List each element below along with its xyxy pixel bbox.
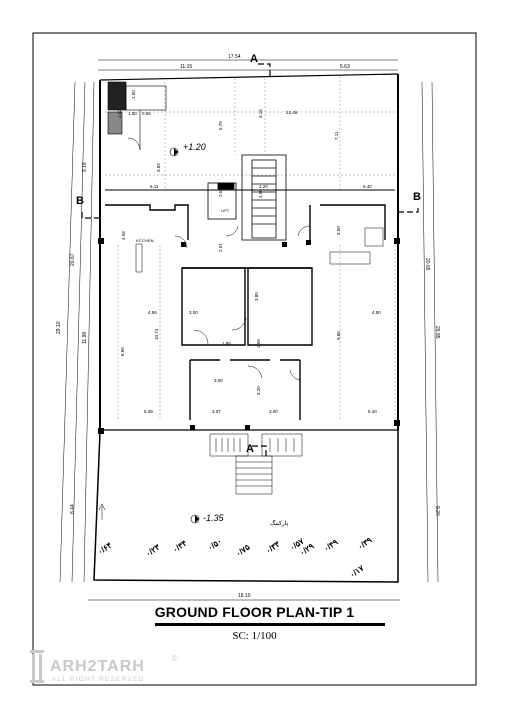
parking-number: ۰/۳۳ [264, 539, 282, 555]
brand-copyright: © [172, 654, 178, 663]
parking-number: ۰/۳۹ [356, 535, 374, 551]
dim-right-lower: 9.20 [434, 506, 440, 516]
dim-overall-width: 18.10 [238, 593, 251, 599]
fixtures [135, 227, 384, 273]
parking-label: پارکینگ [270, 519, 289, 527]
parking-number: ۰/۴۹ [322, 537, 340, 553]
elevation-markers [98, 147, 200, 524]
drawing-scale: SC: 1/100 [232, 630, 277, 642]
dim-left-total: 29.10 [56, 321, 62, 334]
brand-tagline: ALL RIGHT RESERVED [52, 676, 145, 683]
dimension-label: 3.80 [254, 292, 259, 301]
dim-top-width: 17.54 [228, 54, 241, 60]
section-cuts [81, 63, 419, 456]
dim-right-total: 29.85 [434, 326, 440, 339]
parking-number: ۰/۶۴ [96, 541, 114, 557]
columns [98, 238, 400, 434]
dimension-label: 3.00 [189, 310, 198, 315]
dimension-label: 4.58 [121, 231, 126, 240]
dimension-label: 4.90 [258, 189, 263, 198]
entrance-stair [209, 433, 303, 495]
dimension-label: 8.66 [120, 347, 125, 356]
unit-walls [105, 204, 386, 420]
dim-left-upper: 20.67 [70, 253, 76, 266]
dim-left-c: 8.44 [70, 504, 76, 514]
dimension-label: 4.80 [372, 310, 381, 315]
outer-walls [93, 73, 399, 583]
exterior-dimensions [59, 59, 439, 601]
dimension-label: 3.83 [156, 163, 161, 172]
dimension-label: 6.11 [150, 184, 159, 189]
dim-top-right: 5.63 [340, 64, 350, 70]
dimension-label: 3.50 [336, 226, 341, 235]
dimension-label: 3.00 [269, 409, 278, 414]
dimension-label: 2.50 [218, 188, 223, 197]
dimension-label: 3.00 [214, 378, 223, 383]
dimension-label: 1.50 [128, 111, 137, 116]
dimension-label: 2.51 [218, 243, 223, 252]
interior-dimensions: 1.50 1.50 1.02 0.56 5.79 4.16 12.46 7.11 3.83 6.1… [117, 90, 381, 414]
drawing-title: GROUND FLOOR PLAN-TIP 1 [154, 604, 355, 620]
dim-left-b: 11.98 [82, 332, 88, 344]
dimension-label: 5.39 [144, 409, 153, 414]
brand-name: ARH2TARH [50, 658, 145, 675]
dimension-label: 1.85 [222, 341, 231, 346]
elevation-bottom: -1.35 [203, 513, 225, 523]
dimension-label: 12.46 [286, 110, 298, 115]
dimension-label: 1.50 [131, 90, 136, 99]
lift-label: LIFT [221, 208, 230, 213]
dimension-label: 3.07 [212, 409, 221, 414]
section-label-b-right: B [413, 191, 421, 203]
brand-logo-icon [30, 650, 44, 683]
corner-stair [107, 81, 167, 150]
parking-number: ۰/۷۵ [234, 542, 252, 558]
dimension-label: 9.65 [336, 331, 341, 340]
parking-number: ۰/۲۳ [144, 542, 162, 558]
dimension-label: 4.16 [258, 109, 263, 118]
dimension-label: 10.74 [154, 328, 159, 340]
dimension-label: 6.40 [363, 184, 372, 189]
parking-number: ۰/۱۷ [348, 563, 366, 579]
elevation-top: +1.20 [183, 142, 206, 152]
dim-right-upper: 20.65 [424, 258, 430, 271]
door-swings [127, 137, 311, 381]
upper-hall-lines [105, 76, 396, 420]
stair-core [207, 154, 287, 241]
sheet-border [32, 32, 477, 686]
dimension-label: 1.59 [256, 339, 261, 348]
section-label-a-bottom: A [246, 443, 254, 455]
dimension-label: 2.20 [259, 184, 268, 189]
dimension-label: 5.40 [368, 409, 377, 414]
section-label-b-left: B [76, 195, 84, 207]
dimension-label: 3.20 [256, 386, 261, 395]
dim-top-left: 11.15 [180, 64, 192, 70]
parking-number: ۰/۳۴ [171, 539, 189, 555]
kitchen-label: KITCHEN [136, 238, 154, 243]
dimension-label: 4.56 [148, 310, 157, 315]
dimension-label: 5.79 [218, 121, 223, 130]
section-label-a-top: A [250, 53, 258, 65]
dimension-label: 0.56 [142, 111, 151, 116]
dimension-label: 7.11 [334, 131, 339, 140]
dim-left-a: 9.16 [82, 162, 88, 172]
dimension-label: 1.02 [117, 109, 122, 118]
parking-number: ۰/۵۰ [206, 537, 224, 553]
title-underline [155, 623, 385, 626]
